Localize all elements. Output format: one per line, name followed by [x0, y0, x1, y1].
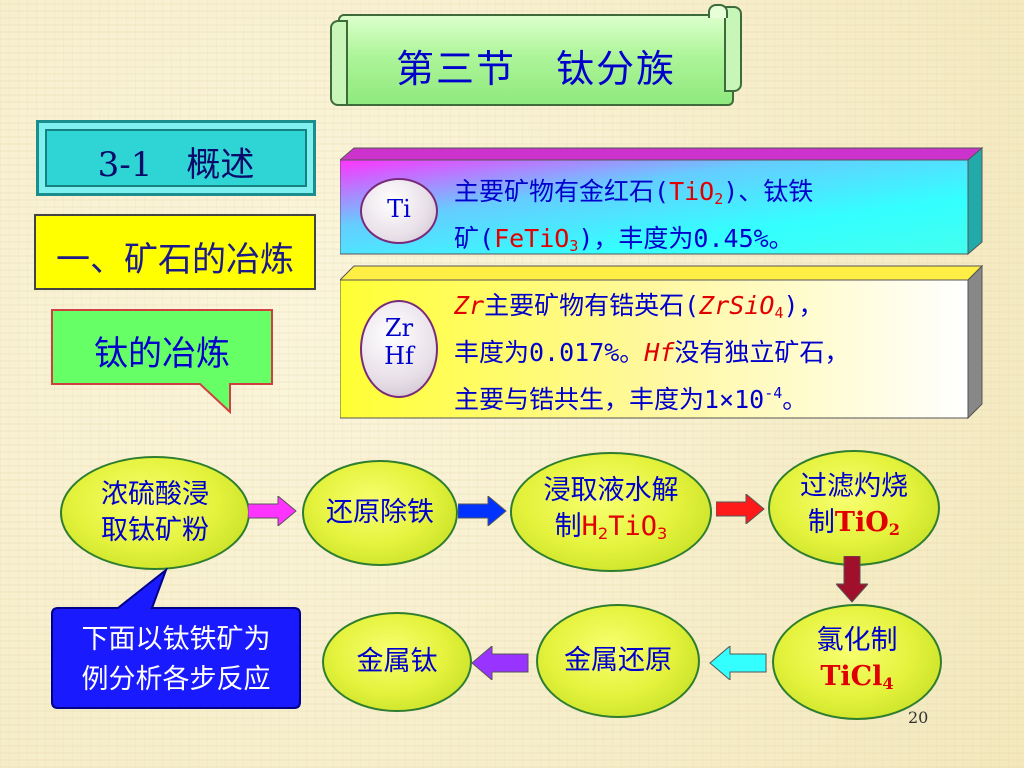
step3-formula-tio: TiO: [608, 510, 658, 542]
section-box: 3-1 概述: [36, 120, 316, 196]
ti-line1-a: 主要矿物有金红石(: [454, 177, 670, 206]
callout-analysis: 下面以钛铁矿为 例分析各步反应: [48, 568, 302, 710]
step3-pre: 制: [554, 510, 582, 542]
callout-bottom-line2: 例分析各步反应: [81, 664, 271, 695]
step3-sub-2: 3: [657, 523, 668, 543]
hf-element: Hf: [644, 338, 675, 367]
slide-title: 第三节 钛分族: [395, 47, 676, 91]
scroll-curl-left-icon: [330, 20, 348, 106]
page-number: 20: [908, 708, 929, 727]
process-step-7: 金属钛: [322, 612, 472, 712]
callout-shape-icon: [51, 568, 301, 709]
ti-line1-b: )、钛铁: [723, 177, 814, 206]
step1-line2: 取钛矿粉: [101, 515, 209, 546]
arrow-right-icon: [458, 496, 507, 526]
process-step-4: 过滤灼烧 制TiO2: [768, 450, 940, 566]
zr-line3-a: 主要与锆共生，丰度为1×10: [454, 385, 765, 414]
zr-description: Zr主要矿物有锆英石(ZrSiO4)， 丰度为0.017%。Hf没有独立矿石， …: [454, 286, 849, 420]
arrow-right-icon: [248, 496, 297, 526]
zr-symbol: Zr: [384, 314, 414, 342]
step5-line1: 氯化制: [816, 624, 898, 656]
ti-formula-ilmenite: FeTiO: [494, 224, 570, 253]
step3-sub-1: 2: [597, 523, 609, 543]
zr-hf-panel: Zr Hf Zr主要矿物有锆英石(ZrSiO4)， 丰度为0.017%。Hf没有…: [340, 264, 984, 420]
step1-line1: 浓硫酸浸: [101, 479, 209, 510]
ti-description: 主要矿物有金红石(TiO2)、钛铁 矿(FeTiO3)，丰度为0.45%。: [454, 172, 813, 266]
step4-sub: 2: [888, 519, 901, 539]
ti-panel-box-icon: [340, 146, 984, 256]
ti-panel: Ti 主要矿物有金红石(TiO2)、钛铁 矿(FeTiO3)，丰度为0.45%。: [340, 146, 984, 258]
arrow-right-icon: [716, 494, 765, 524]
step4-pre: 制: [807, 506, 835, 538]
ti-line-2: 矿(FeTiO3)，丰度为0.45%。: [454, 219, 813, 266]
scroll-curl-top-icon: [708, 4, 728, 18]
scroll-curl-right-icon: [724, 6, 742, 92]
process-step-2: 还原除铁: [302, 460, 458, 566]
zr-line-2: 丰度为0.017%。Hf没有独立矿石，: [454, 333, 849, 373]
section-heading: 3-1 概述: [97, 145, 255, 185]
zr-line3-b: 。: [782, 385, 808, 414]
zr-panel-box-icon: [340, 264, 984, 420]
zr-hf-symbol-circle: Zr Hf: [360, 300, 438, 398]
step6-text: 金属还原: [564, 645, 672, 676]
arrow-down-icon: [836, 556, 868, 603]
process-step-3: 浸取液水解 制H2TiO3: [510, 452, 712, 572]
step4-line2: 制TiO2: [800, 505, 908, 548]
step5-formula: TiCl: [820, 660, 883, 692]
ti-line-1: 主要矿物有金红石(TiO2)、钛铁: [454, 172, 813, 219]
zr-line1-b: )，: [783, 291, 824, 320]
process-step-1: 浓硫酸浸 取钛矿粉: [60, 456, 250, 570]
step5-sub: 4: [882, 673, 894, 693]
ti-symbol-circle: Ti: [360, 178, 438, 244]
ti-formula-rutile-sub: 2: [714, 190, 724, 208]
step5-line2: TiCl4: [817, 659, 898, 702]
process-step-5: 氯化制 TiCl4: [772, 604, 942, 720]
zr-line2-a: 丰度为0.017%。: [454, 338, 645, 367]
step3-line1: 浸取液水解: [543, 474, 679, 506]
ti-line2-a: 矿(: [454, 224, 495, 253]
step2-text: 还原除铁: [326, 497, 434, 528]
subsection-box: 一、矿石的冶炼: [34, 214, 316, 290]
callout-bottom-line1: 下面以钛铁矿为: [81, 624, 271, 655]
arrow-left-icon: [709, 646, 767, 680]
step7-text: 金属钛: [356, 646, 438, 677]
zr-line2-b: 没有独立矿石，: [674, 338, 850, 367]
step3-line2: 制H2TiO3: [544, 509, 679, 552]
zr-abundance-exponent: -4: [764, 384, 783, 402]
zr-line1-a: 主要矿物有锆英石(: [484, 291, 700, 320]
step3-formula-h: H: [581, 510, 598, 542]
zr-formula-zircon: ZrSiO: [699, 291, 775, 320]
zr-element: Zr: [454, 291, 485, 320]
ti-symbol: Ti: [387, 195, 411, 223]
title-scroll: 第三节 钛分族: [330, 4, 742, 106]
step4-line1: 过滤灼烧: [800, 470, 908, 502]
ti-line2-b: )，丰度为0.45%。: [578, 224, 794, 253]
callout-shape-icon: [51, 309, 273, 415]
zr-formula-zircon-sub: 4: [774, 304, 784, 322]
ti-formula-ilmenite-sub: 3: [569, 237, 579, 255]
callout-top-text: 钛的冶炼: [94, 334, 230, 374]
zr-line-3: 主要与锆共生，丰度为1×10-4。: [454, 373, 849, 420]
process-step-6: 金属还原: [536, 604, 700, 718]
arrow-left-icon: [471, 646, 529, 680]
callout-bottom-text: 下面以钛铁矿为 例分析各步反应: [56, 620, 296, 700]
step4-formula: TiO: [834, 506, 889, 538]
subsection-heading: 一、矿石的冶炼: [56, 240, 294, 280]
callout-titanium-smelting: 钛的冶炼: [50, 308, 274, 418]
hf-symbol: Hf: [384, 342, 414, 370]
ti-formula-rutile: TiO: [669, 177, 715, 206]
zr-line-1: Zr主要矿物有锆英石(ZrSiO4)，: [454, 286, 849, 333]
